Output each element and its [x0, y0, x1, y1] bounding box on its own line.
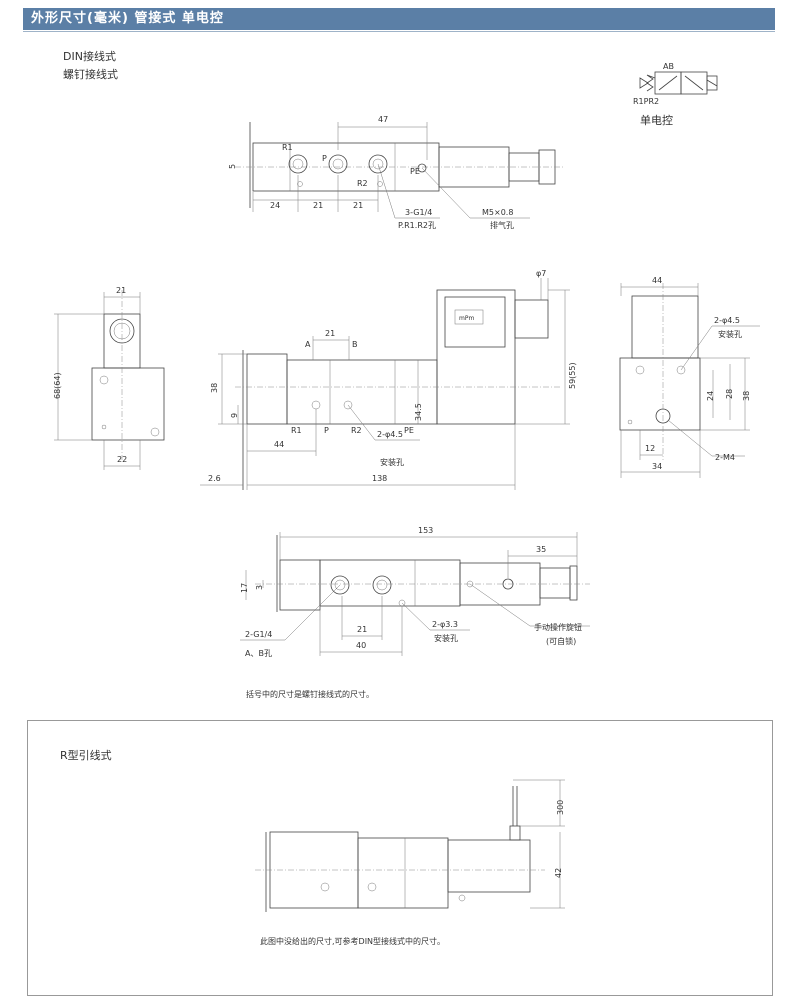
- right-callout-mount-sub: 安装孔: [718, 329, 742, 339]
- valve-symbol: AB R1PR2: [633, 62, 718, 106]
- left-dim-68: 68(64): [53, 372, 62, 399]
- right-dim-38: 38: [742, 391, 751, 401]
- top-dim-5: 5: [228, 164, 237, 169]
- front-dim-59: 59(55): [568, 362, 577, 389]
- top-callout-exhaust-sub: 排气孔: [490, 220, 514, 230]
- bottom-dim-3: 3: [255, 585, 264, 590]
- left-side-view: 21 68(64) 22: [53, 286, 165, 470]
- front-port-r1: R1: [291, 426, 302, 435]
- top-callout-exhaust: M5×0.8: [482, 208, 513, 217]
- right-dim-12: 12: [645, 444, 655, 453]
- symbol-caption: 单电控: [640, 113, 673, 127]
- label-din-type: DIN接线式: [63, 50, 116, 63]
- r-type-view: 300 42: [255, 779, 565, 912]
- r-dim-300: 300: [556, 800, 565, 815]
- front-view: mPm φ7 21 A B 38 9 34.5 59(55) R1 P R2: [200, 269, 577, 490]
- bottom-callout-ports: 2-G1/4: [245, 630, 272, 639]
- bottom-callout-mount-sub: 安装孔: [434, 633, 458, 643]
- bottom-dim-21: 21: [357, 625, 367, 634]
- right-callout-mount: 2-φ4.5: [714, 316, 740, 325]
- right-callout-thread: 2-M4: [715, 453, 735, 462]
- right-side-view: 44 2-φ4.5 安装孔 24 28 38 2-M4 12 34: [619, 276, 760, 478]
- left-dim-22: 22: [117, 455, 127, 464]
- front-dim-138: 138: [372, 474, 387, 483]
- r-dim-42: 42: [554, 868, 563, 878]
- r-type-panel: [27, 720, 773, 996]
- bottom-view: 153 35 17 3 21 40 2-G1/4 A、B孔 2-φ3.3 安装孔…: [240, 526, 590, 658]
- top-callout-thread: 3-G1/4: [405, 208, 432, 217]
- top-port-p: P: [322, 154, 327, 163]
- front-port-r2: R2: [351, 426, 362, 435]
- label-screw-type: 螺钉接线式: [63, 68, 118, 81]
- left-dim-21: 21: [116, 286, 126, 295]
- r-type-note: 此图中没给出的尺寸,可参考DIN型接线式中的尺寸。: [260, 937, 446, 946]
- front-dim-2-6: 2.6: [208, 474, 221, 483]
- top-dim-47: 47: [378, 115, 388, 124]
- top-callout-thread-sub: P.R1.R2孔: [398, 221, 436, 230]
- front-callout-mount: 2-φ4.5: [377, 430, 403, 439]
- top-port-r1: R1: [282, 143, 293, 152]
- right-dim-24: 24: [706, 391, 715, 401]
- bottom-dim-17: 17: [240, 583, 249, 593]
- bottom-dim-153: 153: [418, 526, 433, 535]
- page-header: 外形尺寸(毫米) 管接式 单电控: [23, 8, 775, 30]
- bottom-dim-35: 35: [536, 545, 546, 554]
- top-dim-24: 24: [270, 201, 280, 210]
- front-dim-9: 9: [230, 413, 239, 418]
- front-port-pe: PE: [404, 426, 414, 435]
- symbol-ports-top: AB: [663, 62, 674, 71]
- right-dim-28: 28: [725, 389, 734, 399]
- front-callout-mount-sub: 安装孔: [380, 457, 404, 467]
- top-dim-21b: 21: [353, 201, 363, 210]
- front-dim-21: 21: [325, 329, 335, 338]
- r-type-title: R型引线式: [60, 749, 112, 762]
- top-port-r2: R2: [357, 179, 368, 188]
- bottom-dim-40: 40: [356, 641, 366, 650]
- front-dim-44: 44: [274, 440, 284, 449]
- header-divider: [23, 31, 775, 32]
- bottom-callout-manual: 手动操作旋钮: [534, 622, 582, 632]
- right-dim-34: 34: [652, 462, 662, 471]
- top-dim-21a: 21: [313, 201, 323, 210]
- top-port-pe: PE: [410, 167, 420, 176]
- front-dim-34-5: 34.5: [414, 403, 423, 421]
- front-dim-38: 38: [210, 383, 219, 393]
- front-port-a: A: [305, 340, 311, 349]
- bottom-callout-manual-sub: (可自锁): [546, 636, 576, 646]
- front-dim-phi7: φ7: [536, 269, 546, 278]
- right-dim-44: 44: [652, 276, 662, 285]
- front-coil-text: mPm: [459, 315, 474, 322]
- front-port-p: P: [324, 426, 329, 435]
- bottom-callout-mount: 2-φ3.3: [432, 620, 458, 629]
- top-view: R1 P R2 PE 47 5 24 21 21 3-G1/4 P.R1.R2孔…: [228, 115, 565, 230]
- symbol-ports-bottom: R1PR2: [633, 97, 659, 106]
- front-port-b: B: [352, 340, 358, 349]
- bracket-note: 括号中的尺寸是螺钉接线式的尺寸。: [246, 689, 374, 699]
- bottom-callout-ports-sub: A、B孔: [245, 649, 272, 658]
